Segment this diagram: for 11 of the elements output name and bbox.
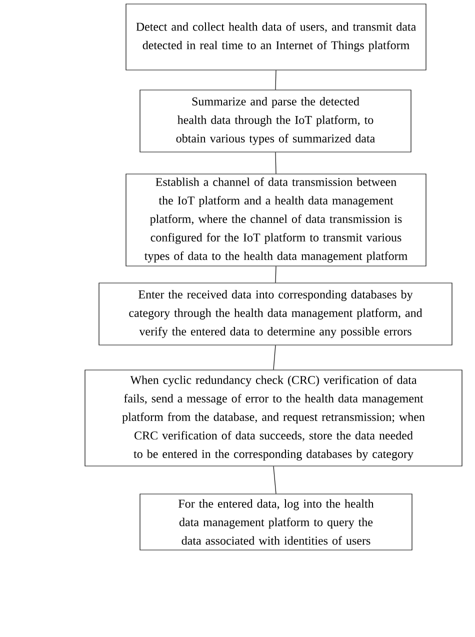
process-box: Summarize and parse the detected health data through the IoT platform, to obtain various types of summarized data [140,90,412,152]
process-box: Enter the received data into corresponding databases by category through the health data management platform, and verify the entered data to determine any possible errors [98,282,452,346]
connector-line [273,466,276,494]
process-box: When cyclic redundancy check (CRC) verification of data fails, send a message of error to the health data management platform from the database, and request retransmission; when CRC verification of data succeeds, store the data needed to be entered in the corresponding databases by category [84,370,462,466]
process-box: Establish a channel of data transmission between the IoT platform and a health data management platform, where the channel of data transmission is configured for the IoT platform to transmit various types of data to the health data management platform [126,174,426,266]
connector-line [275,266,276,283]
process-box: For the entered data, log into the health data management platform to query the data associated with identities of users [140,494,412,550]
connector-line [273,345,276,370]
connector-line [275,70,276,90]
process-box: Detect and collect health data of users, and transmit data detected in real time to an Internet of Things platform [126,4,426,70]
connector-line [275,152,276,174]
